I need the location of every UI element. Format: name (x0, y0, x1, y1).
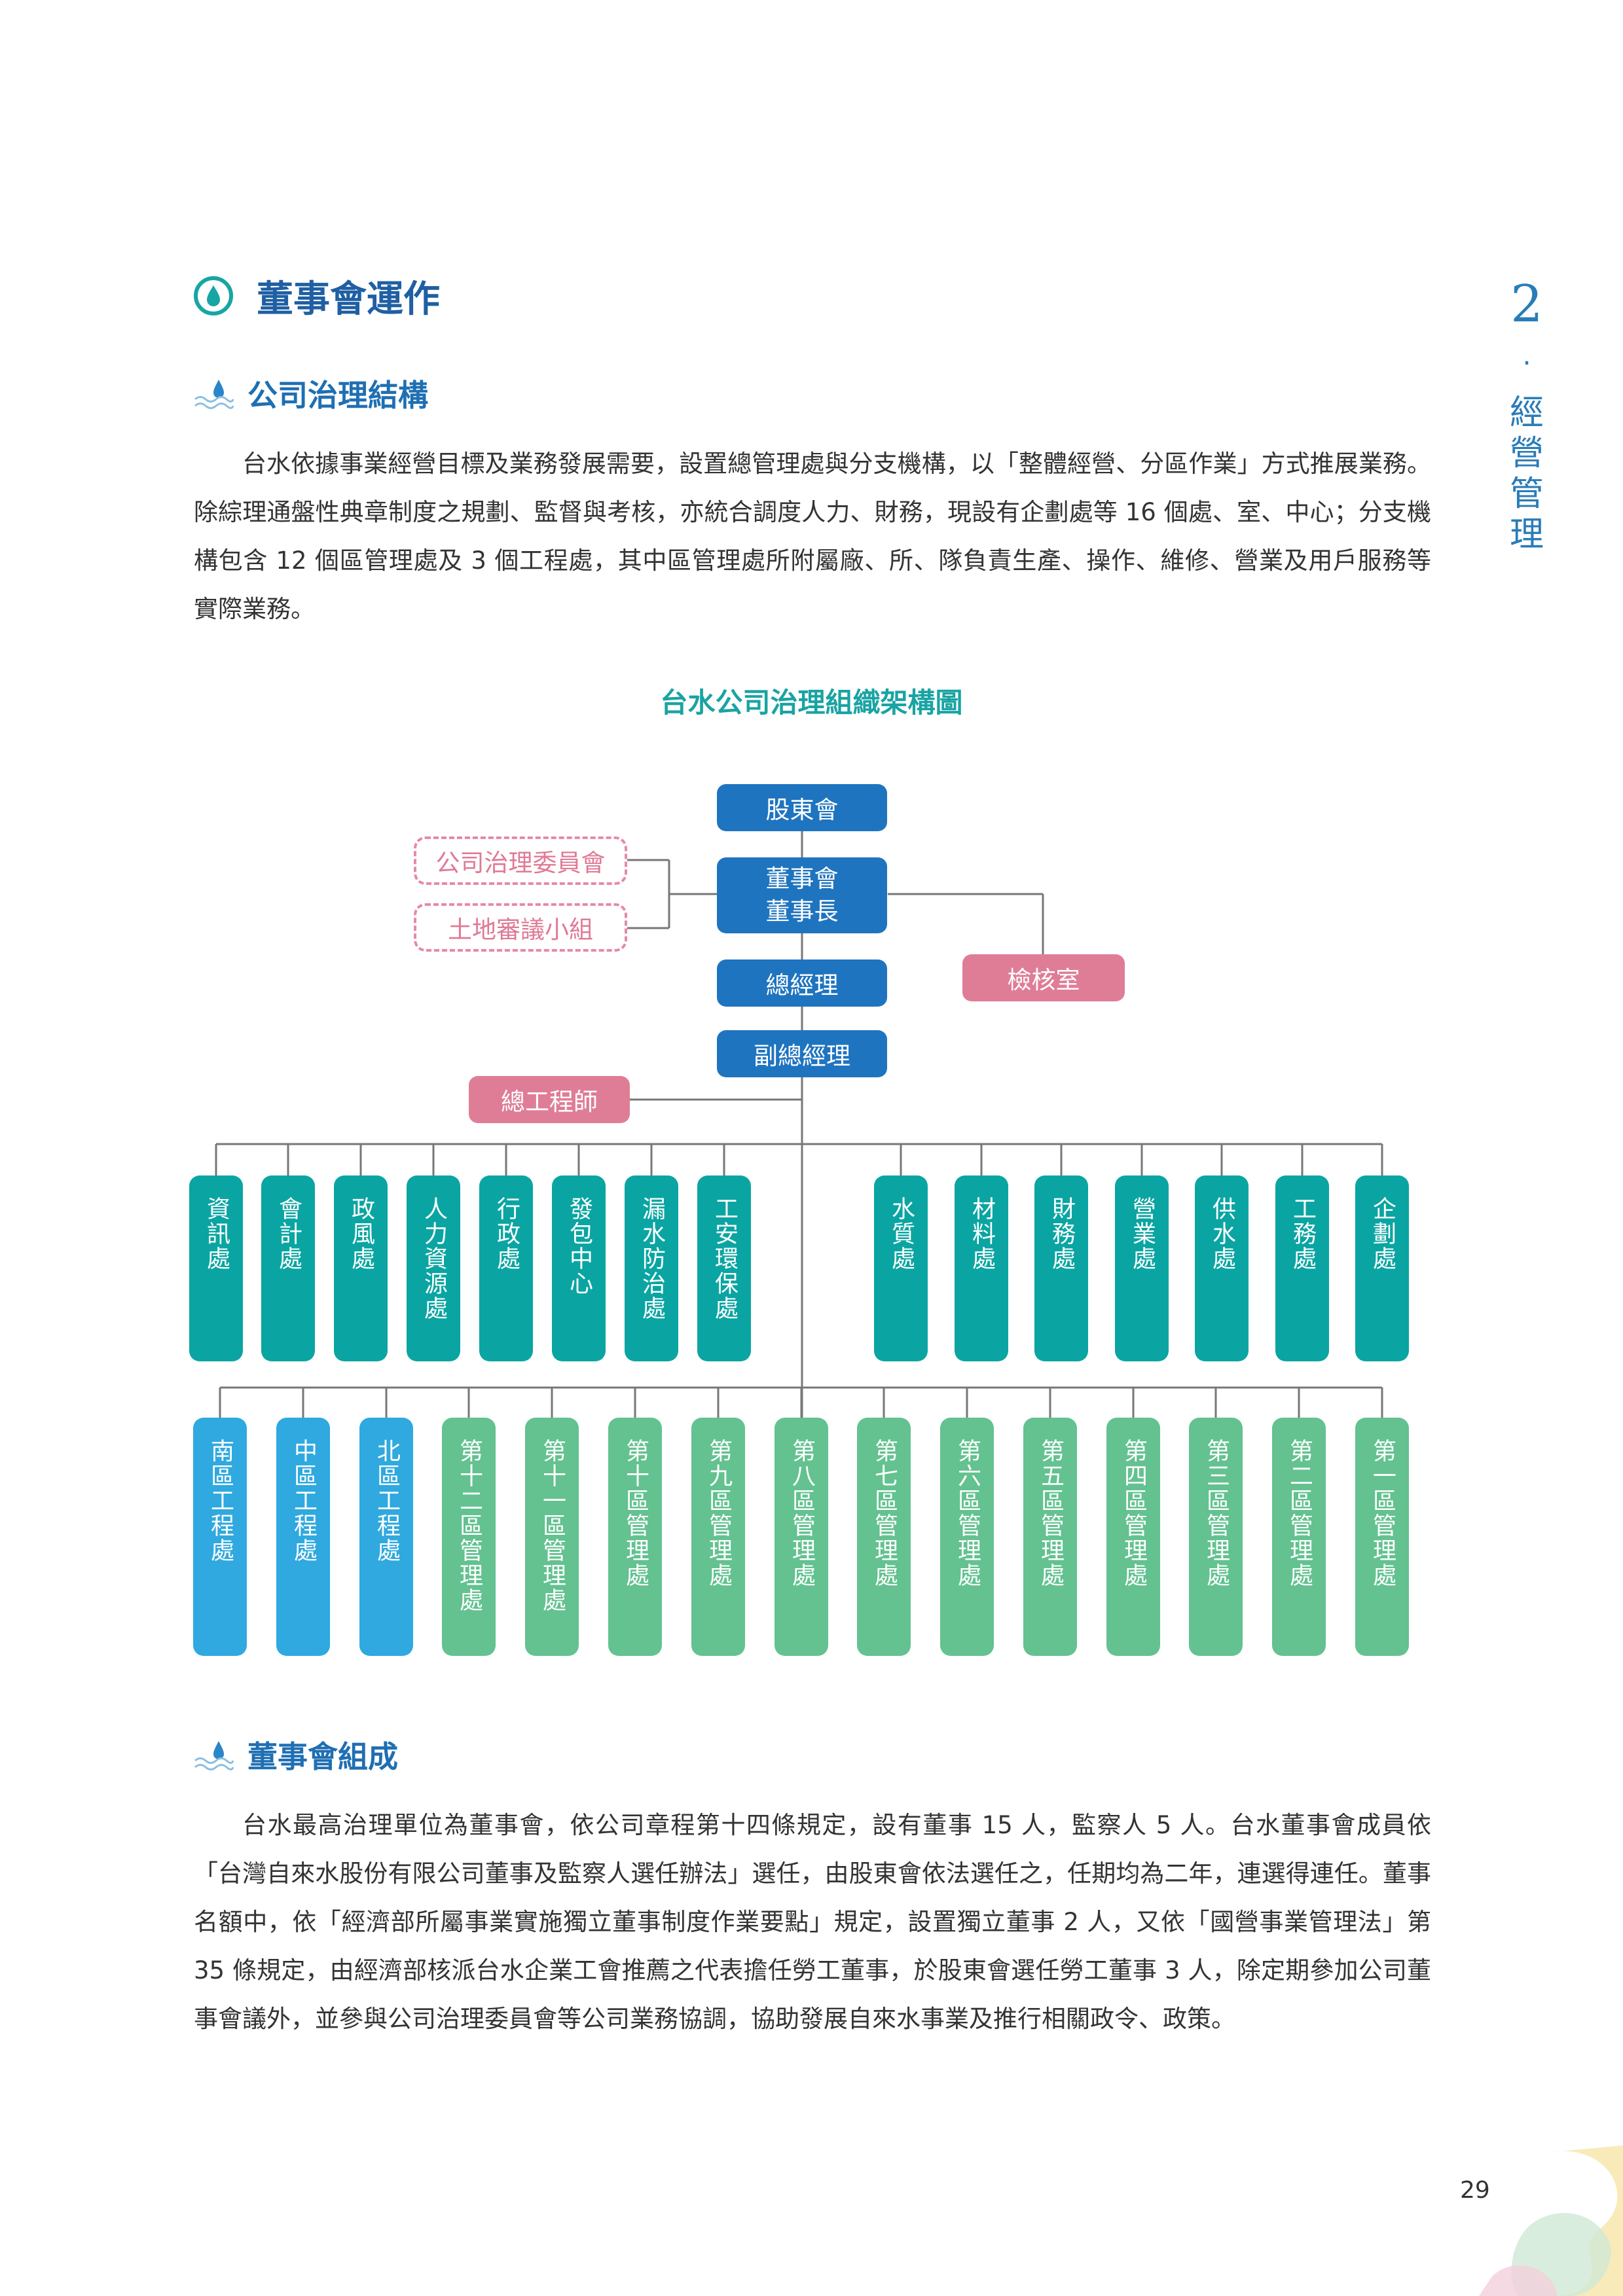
chapter-title: 經營管理 (1509, 393, 1544, 554)
branch-13-label: 第三區管理處 (1203, 1439, 1230, 1588)
branch-6: 第十區管理處 (608, 1418, 662, 1656)
water-wave-icon (194, 380, 234, 409)
board-paragraph: 台水最高治理單位為董事會，依公司章程第十四條規定，設有董事 15 人，監察人 5… (194, 1811, 1431, 2033)
dept-left-4: 人力資源處 (407, 1175, 460, 1361)
branch-14-label: 第二區管理處 (1286, 1439, 1313, 1588)
branch-4-label: 第十二區管理處 (456, 1439, 483, 1613)
governance-paragraph: 台水依據事業經營目標及業務發展需要，設置總管理處與分支機構，以「整體經營、分區作… (194, 450, 1431, 623)
dept-right-4-label: 營業處 (1129, 1196, 1156, 1271)
branch-7-label: 第九區管理處 (705, 1439, 732, 1588)
dept-right-5-label: 供水處 (1209, 1196, 1235, 1271)
subsection-title-board: 董事會組成 (247, 1739, 398, 1774)
branch-5-label: 第十一區管理處 (539, 1439, 566, 1613)
dept-right-1-label: 水質處 (888, 1196, 915, 1271)
page-number: 29 (1460, 2177, 1490, 2204)
branch-3: 北區工程處 (359, 1418, 413, 1656)
dept-right-2: 材料處 (955, 1175, 1008, 1361)
node-chairman-label: 董事長 (765, 897, 839, 925)
dept-right-7: 企劃處 (1355, 1175, 1409, 1361)
node-board-label: 董事會 (765, 865, 839, 893)
decorative-blob (1479, 2145, 1623, 2296)
dept-right-3: 財務處 (1034, 1175, 1088, 1361)
branch-1: 南區工程處 (193, 1418, 247, 1656)
branch-1-label: 南區工程處 (207, 1439, 234, 1563)
dept-left-7: 漏水防治處 (625, 1175, 678, 1361)
subsection-title-governance: 公司治理結構 (247, 378, 428, 413)
branch-10: 第六區管理處 (940, 1418, 994, 1656)
dept-left-5-label: 行政處 (493, 1196, 520, 1271)
dept-left-4-label: 人力資源處 (420, 1196, 447, 1321)
dept-left-1: 資訊處 (189, 1175, 243, 1361)
dept-left-3-label: 政風處 (348, 1196, 374, 1271)
branch-12: 第四區管理處 (1106, 1418, 1160, 1656)
branch-8: 第八區管理處 (775, 1418, 828, 1656)
branch-15: 第一區管理處 (1355, 1418, 1409, 1656)
dept-right-5: 供水處 (1195, 1175, 1249, 1361)
chapter-dot: · (1522, 347, 1531, 379)
dept-right-7-label: 企劃處 (1369, 1196, 1396, 1271)
water-drop-icon (194, 276, 233, 315)
node-land-review-group: 土地審議小組 (414, 903, 627, 952)
dept-left-6: 發包中心 (552, 1175, 606, 1361)
node-audit-office: 檢核室 (962, 954, 1125, 1001)
dept-left-8-label: 工安環保處 (711, 1196, 738, 1321)
dept-left-2: 會計處 (261, 1175, 315, 1361)
branch-11: 第五區管理處 (1023, 1418, 1077, 1656)
branch-5: 第十一區管理處 (525, 1418, 579, 1656)
dept-left-2-label: 會計處 (275, 1196, 302, 1271)
dept-left-3: 政風處 (334, 1175, 388, 1361)
node-general-manager: 總經理 (717, 960, 887, 1007)
dept-left-7-label: 漏水防治處 (638, 1196, 665, 1321)
dept-right-4: 營業處 (1115, 1175, 1169, 1361)
branch-2-label: 中區工程處 (290, 1439, 317, 1563)
branch-10-label: 第六區管理處 (954, 1439, 981, 1588)
dept-left-8: 工安環保處 (697, 1175, 751, 1361)
node-shareholders: 股東會 (717, 784, 887, 831)
dept-right-3-label: 財務處 (1048, 1196, 1075, 1271)
branch-11-label: 第五區管理處 (1037, 1439, 1064, 1588)
branch-13: 第三區管理處 (1189, 1418, 1243, 1656)
dept-right-2-label: 材料處 (968, 1196, 995, 1271)
section-title: 董事會運作 (257, 278, 440, 321)
branch-15-label: 第一區管理處 (1369, 1439, 1396, 1588)
branch-14: 第二區管理處 (1272, 1418, 1326, 1656)
node-deputy-gm: 副總經理 (717, 1030, 887, 1077)
branch-6-label: 第十區管理處 (622, 1439, 649, 1588)
dept-left-6-label: 發包中心 (566, 1196, 593, 1296)
org-chart-title: 台水公司治理組織架構圖 (660, 687, 963, 719)
branch-12-label: 第四區管理處 (1120, 1439, 1147, 1588)
node-governance-committee: 公司治理委員會 (414, 836, 627, 885)
branch-4: 第十二區管理處 (442, 1418, 496, 1656)
branch-7: 第九區管理處 (691, 1418, 745, 1656)
chapter-number: 2 (1510, 275, 1543, 334)
water-wave-icon (194, 1741, 234, 1770)
dept-right-6-label: 工務處 (1289, 1196, 1316, 1271)
node-chief-engineer: 總工程師 (469, 1076, 630, 1123)
dept-right-1: 水質處 (874, 1175, 928, 1361)
branch-3-label: 北區工程處 (373, 1439, 400, 1563)
dept-right-6: 工務處 (1275, 1175, 1329, 1361)
dept-left-5: 行政處 (479, 1175, 533, 1361)
dept-left-1-label: 資訊處 (203, 1196, 230, 1271)
branch-9: 第七區管理處 (857, 1418, 911, 1656)
branch-9-label: 第七區管理處 (871, 1439, 898, 1588)
branch-2: 中區工程處 (276, 1418, 330, 1656)
node-board: 董事會 董事長 (717, 857, 887, 933)
branch-8-label: 第八區管理處 (788, 1439, 815, 1588)
